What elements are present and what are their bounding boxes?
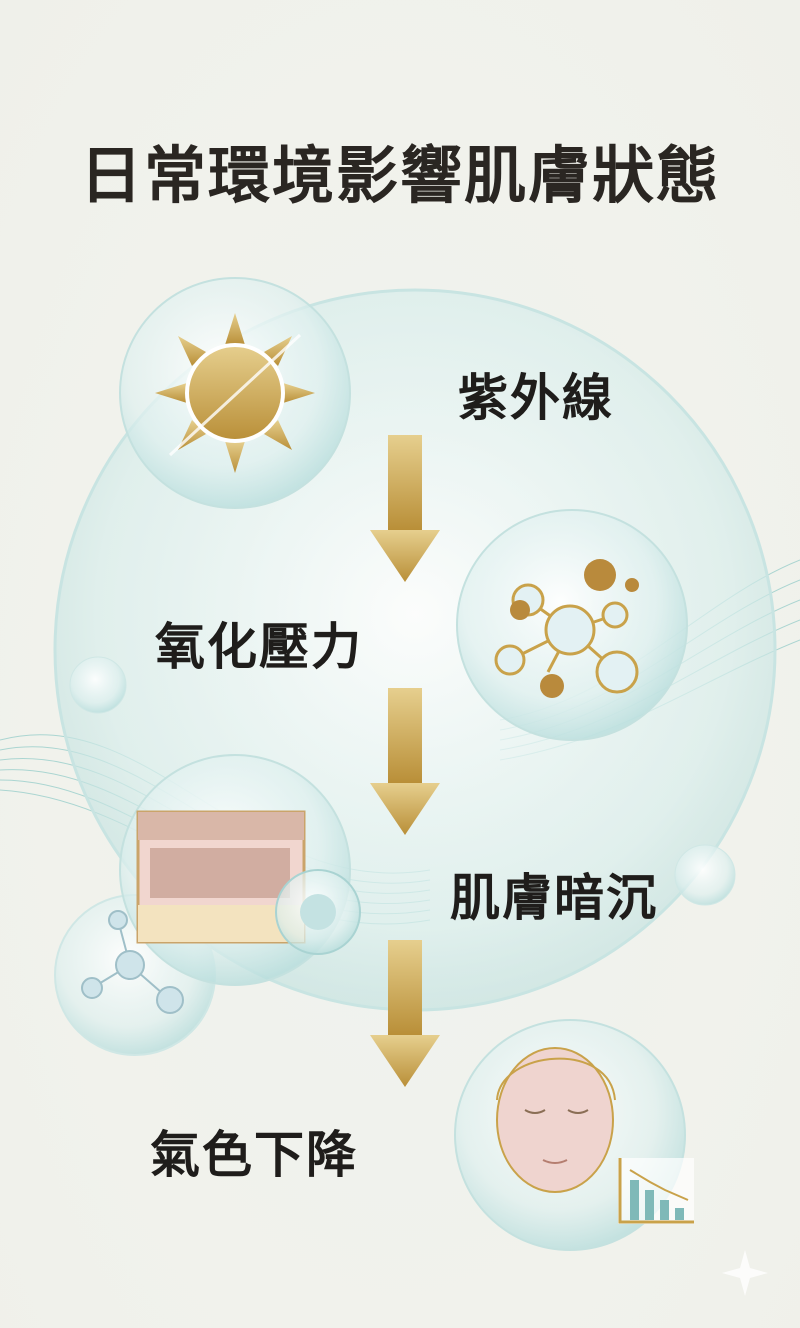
face-decline-icon [454,1019,694,1251]
molecule-virus-icon [456,509,688,741]
arrow-down-icon [370,940,440,1087]
small-bubble [674,844,736,906]
arrow-down-icon [370,435,440,582]
step-label-dull-skin: 肌膚暗沉 [450,869,658,927]
skin-layers-icon [119,754,361,986]
sun-icon [119,277,351,509]
step-label-uv: 紫外線 [458,369,614,427]
declining-chart-icon [618,1158,694,1224]
page-title: 日常環境影響肌膚狀態 [79,139,720,212]
molecule-decoration [81,910,184,1014]
arrow-down-icon [370,688,440,835]
step-label-oxidative-stress: 氧化壓力 [155,618,363,676]
step-label-complexion-decline: 氣色下降 [150,1126,358,1184]
small-bubble [69,656,127,714]
sparkle-icon [722,1250,768,1296]
